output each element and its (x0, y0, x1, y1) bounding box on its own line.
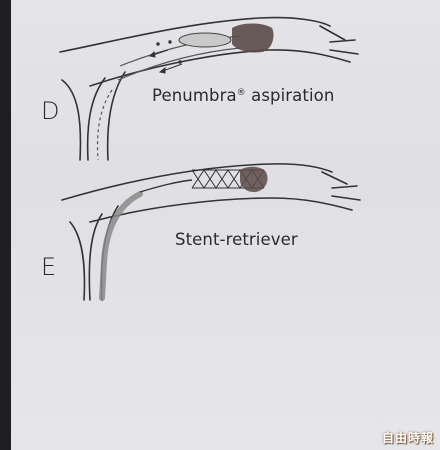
panel-d-caption: Penumbra® aspiration (152, 86, 334, 105)
panel-e-guide-catheter (102, 194, 140, 298)
panel-d-aspiration-tip (179, 33, 231, 47)
panel-d-caption-main: Penumbra (152, 86, 237, 105)
panel-d-caption-rest: aspiration (246, 86, 335, 105)
panel-letter-d: D (41, 97, 59, 125)
watermark-logo: 自由時報 (382, 429, 434, 446)
panel-letter-e: E (41, 253, 56, 281)
panel-e-caption: Stent-retriever (175, 230, 298, 249)
panel-d-clot (232, 24, 274, 53)
panel-e-microcatheter (140, 180, 192, 192)
registered-mark: ® (237, 88, 246, 98)
